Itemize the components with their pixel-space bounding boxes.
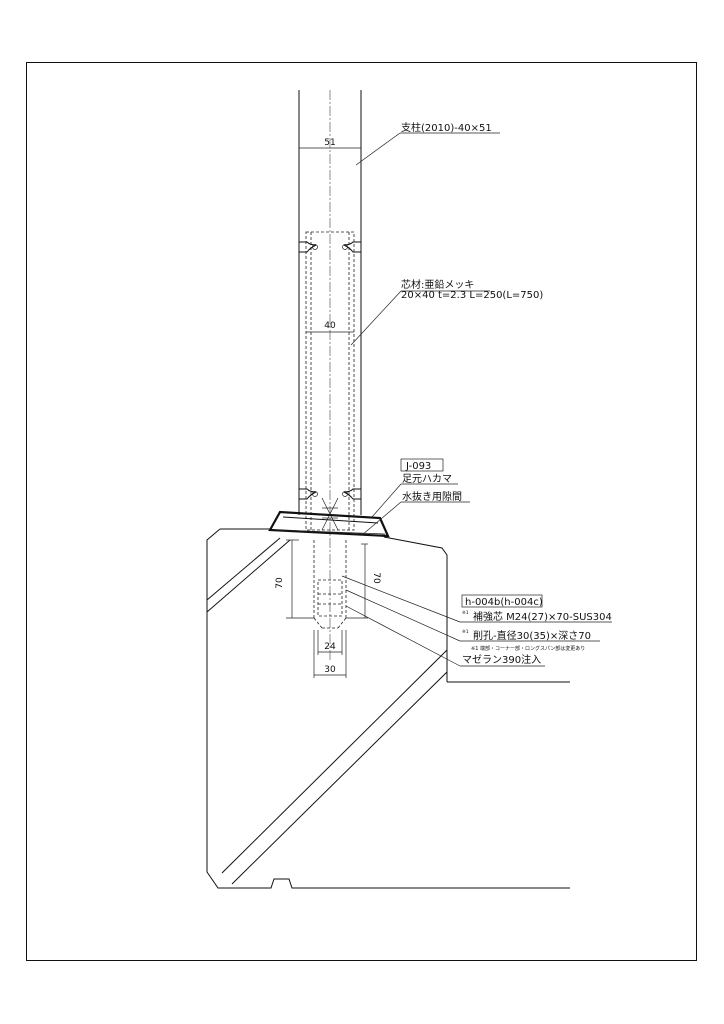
mark-1: ※1	[462, 610, 469, 616]
core-material-label-1: 芯材:亜鉛メッキ	[401, 278, 474, 291]
screw-upper-left	[299, 241, 318, 253]
reinforcement-core-label: 補強芯 M24(27)×70-SUS304	[473, 610, 612, 623]
anchor-depth-right-text: 70	[371, 572, 381, 584]
core-member	[305, 231, 355, 531]
anchor-hole	[313, 540, 347, 629]
drill-hole-label: 削孔-直径30(35)×深さ70	[473, 629, 591, 642]
footnote-label: ※1 端部・コーナー部・ロングスパン部は変更あり	[471, 645, 585, 652]
post-width-text: 51	[324, 138, 335, 148]
mark-2: ※1	[462, 629, 469, 635]
core-material-label-2: 20×40 t=2.3 L=250(L=750)	[401, 290, 543, 301]
hole-diameter-text: 30	[324, 665, 336, 675]
detail-code-box	[400, 458, 444, 472]
grout-label: マゼラン390注入	[462, 653, 541, 666]
anchor-depth-dimension-left: 70	[275, 539, 314, 619]
post-label: 支柱(2010)-40×51	[401, 121, 492, 134]
screw-lower-left	[299, 488, 318, 500]
concrete-block	[206, 528, 570, 889]
detail-code-label: J-093	[405, 461, 431, 472]
base-skirt-label: 足元ハカマ	[402, 473, 452, 485]
leader-lines	[341, 132, 612, 667]
drain-gap-label: 水抜き用隙間	[402, 490, 462, 503]
base-skirt	[268, 510, 390, 538]
drawing-frame	[26, 62, 697, 961]
core-width-dimension: 40	[306, 321, 354, 333]
screw-lower-right	[342, 488, 361, 500]
screw-upper-right	[342, 241, 361, 253]
post	[298, 90, 362, 660]
anchor-depth-dimension-right: 70	[346, 543, 381, 619]
anchor-diameter-text: 24	[324, 642, 336, 652]
anchor-diameter-dimension: 24	[317, 630, 343, 655]
ref-code-label: h-004b(h-004c)	[465, 597, 543, 608]
reinforcement-core	[317, 579, 343, 617]
post-width-dimension: 51	[299, 138, 361, 149]
anchor-depth-left-text: 70	[275, 577, 285, 589]
ref-code-box	[461, 594, 543, 608]
hole-diameter-dimension: 30	[313, 630, 347, 678]
core-width-text: 40	[324, 321, 336, 331]
